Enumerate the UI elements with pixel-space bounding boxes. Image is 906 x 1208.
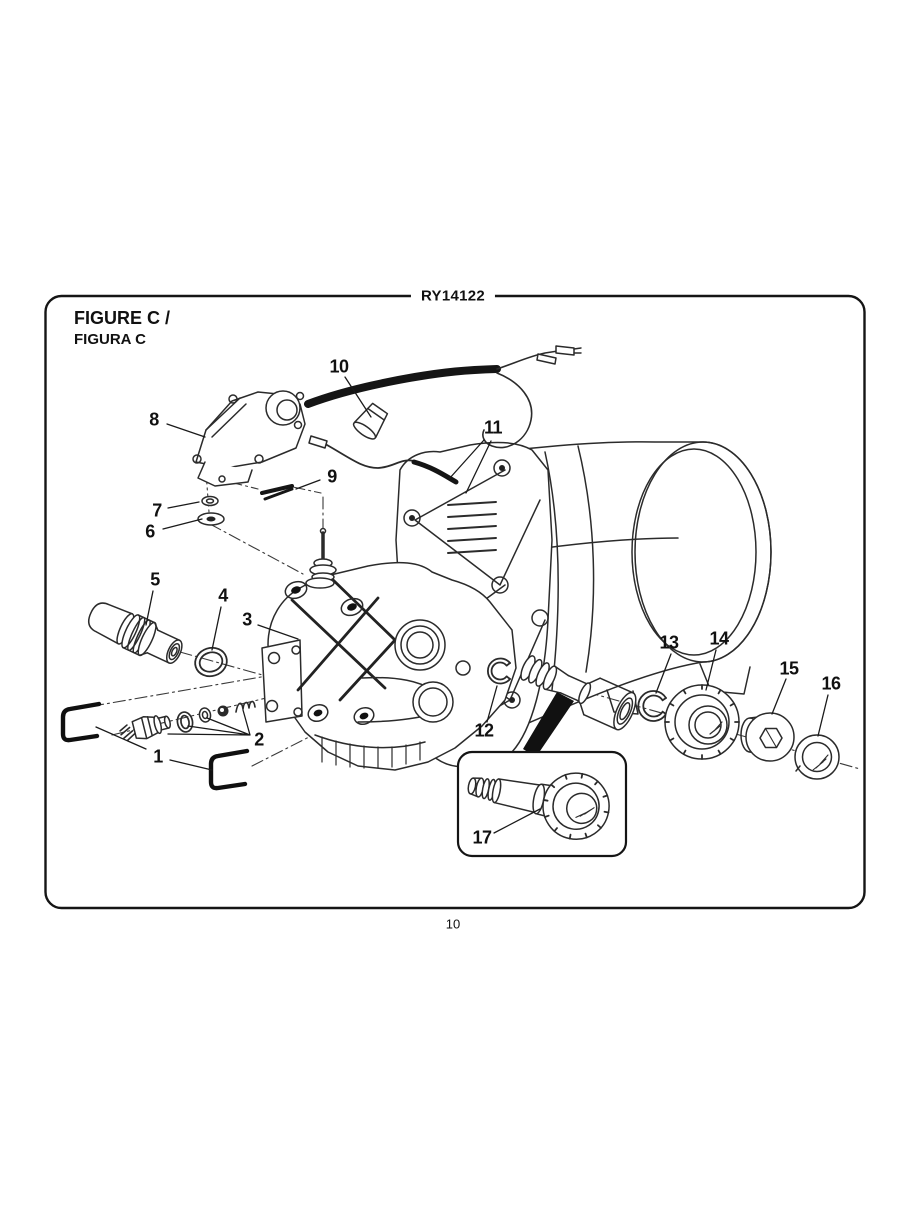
pump-assembly bbox=[261, 527, 517, 771]
callout-7: 7 bbox=[152, 500, 162, 521]
end-cap bbox=[794, 734, 840, 780]
valve-kit bbox=[119, 700, 256, 742]
callout-8: 8 bbox=[149, 409, 159, 430]
inlet-coupler-detail bbox=[467, 772, 610, 840]
callout-15: 15 bbox=[779, 658, 799, 679]
washer-large bbox=[197, 512, 225, 526]
lead-wire bbox=[308, 435, 459, 485]
callout-13: 13 bbox=[659, 632, 679, 653]
switch-assembly bbox=[192, 390, 306, 487]
inset-pointer-arrow bbox=[523, 692, 574, 757]
hose-coupler bbox=[87, 602, 183, 665]
callout-5: 5 bbox=[150, 569, 160, 590]
callout-9: 9 bbox=[327, 466, 337, 487]
outlet-tube bbox=[520, 655, 637, 731]
callout-10: 10 bbox=[329, 356, 349, 377]
callout-17: 17 bbox=[472, 827, 492, 848]
retainer-pins bbox=[60, 701, 250, 791]
callout-12: 12 bbox=[474, 720, 494, 741]
callout-1: 1 bbox=[153, 746, 163, 767]
figure-subtitle: FIGURA C bbox=[74, 331, 146, 348]
callout-14: 14 bbox=[709, 628, 729, 649]
callout-2: 2 bbox=[254, 729, 264, 750]
pump-plunger bbox=[305, 527, 337, 589]
leader-lines bbox=[95, 376, 829, 834]
figure-title: FIGURE C / bbox=[74, 308, 171, 328]
page-number: 10 bbox=[445, 916, 461, 932]
spade-terminal-2 bbox=[536, 353, 557, 365]
washer-small bbox=[201, 495, 219, 507]
callout-16: 16 bbox=[821, 673, 841, 694]
spade-terminal bbox=[555, 345, 575, 356]
drain-plug bbox=[740, 712, 795, 762]
callout-3: 3 bbox=[242, 609, 252, 630]
callout-4: 4 bbox=[218, 585, 228, 606]
cotter-pin bbox=[260, 484, 294, 501]
power-cable bbox=[304, 345, 582, 449]
wire-nut bbox=[352, 402, 389, 440]
callout-6: 6 bbox=[145, 521, 155, 542]
callout-11: 11 bbox=[483, 417, 503, 438]
o-ring-large bbox=[194, 646, 228, 678]
o-ring-outlet bbox=[487, 657, 511, 685]
retaining-ring bbox=[637, 690, 667, 722]
model-number: RY14122 bbox=[410, 287, 496, 305]
knurled-nut bbox=[664, 684, 740, 760]
